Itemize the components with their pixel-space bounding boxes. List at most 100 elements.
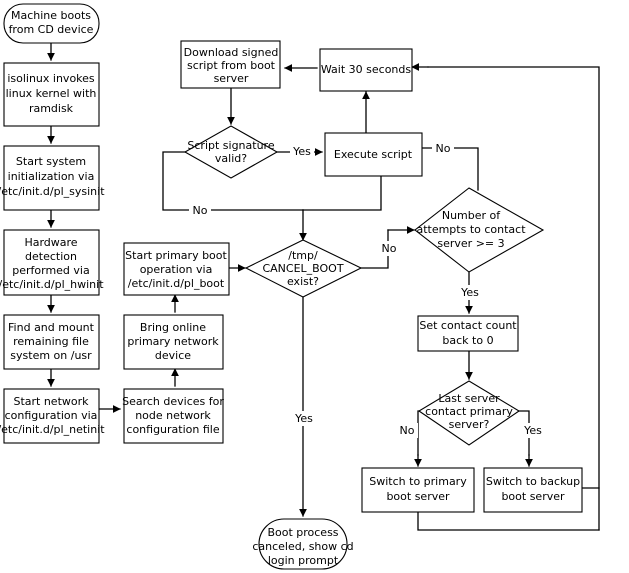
switch-backup-line-1: boot server bbox=[501, 490, 565, 503]
mount-usr-line-1: remaining file bbox=[13, 335, 89, 348]
sysinit-line-1: initialization via bbox=[8, 170, 95, 183]
download-script-line-0: Download signed bbox=[184, 46, 279, 59]
pl-boot-line-1: operation via bbox=[140, 263, 213, 276]
sig-valid-line-0: Script signature bbox=[187, 139, 274, 152]
node-reset-count[interactable]: Set contact count back to 0 bbox=[417, 315, 519, 352]
hwinit-line-0: Hardware bbox=[24, 236, 77, 249]
edge-execute-down-path bbox=[302, 175, 382, 211]
node-machine-boots[interactable]: Machine boots from CD device bbox=[3, 3, 100, 44]
sysinit-line-2: /etc/init.d/pl_sysinit bbox=[0, 185, 105, 198]
pl-boot-line-2: /etc/init.d/pl_boot bbox=[128, 277, 225, 290]
edge-lastserver-yes-path bbox=[518, 410, 530, 456]
bring-online-line-2: device bbox=[155, 349, 191, 362]
hwinit-line-3: /etc/init.d/pl_hwinit bbox=[0, 278, 104, 291]
search-devices-line-1: node network bbox=[135, 409, 211, 422]
execute-script-line-0: Execute script bbox=[334, 148, 413, 161]
attempts-line-2: server >= 3 bbox=[437, 237, 504, 250]
edge-label-cancel-yes: Yes bbox=[294, 412, 313, 425]
search-devices-line-0: Search devices for bbox=[122, 395, 224, 408]
edge-lastserver-no-path bbox=[417, 410, 420, 456]
boot-canceled-line-0: Boot process bbox=[267, 526, 338, 539]
node-execute-script[interactable]: Execute script bbox=[324, 132, 423, 177]
bring-online-line-1: primary network bbox=[127, 335, 219, 348]
node-last-server[interactable]: Last server contact primary server? bbox=[417, 380, 521, 446]
wait-30-shape bbox=[319, 48, 413, 92]
cancel-no-label-bg bbox=[378, 241, 400, 256]
edge-label-last-no: No bbox=[400, 424, 415, 437]
edge-feedback-riser bbox=[427, 66, 600, 531]
node-wait-30[interactable]: Wait 30 seconds bbox=[319, 48, 413, 92]
cancel-boot-line-1: CANCEL_BOOT bbox=[262, 262, 343, 275]
node-download-script[interactable]: Download signed script from boot server bbox=[180, 40, 281, 89]
cancel-boot-line-0: /tmp/ bbox=[288, 249, 318, 262]
edge-label-last-yes: Yes bbox=[523, 424, 542, 437]
bring-online-line-0: Bring online bbox=[140, 321, 206, 334]
switch-primary-line-0: Switch to primary bbox=[369, 475, 467, 488]
edge-labels: Yes No No Yes No Yes No Yes bbox=[189, 141, 545, 438]
node-netinit[interactable]: Start network configuration via /etc/ini… bbox=[0, 388, 105, 444]
switch-backup-shape bbox=[483, 467, 583, 513]
attempts-yes-label-bg bbox=[458, 285, 482, 300]
edge-sigvalid-no-path bbox=[162, 151, 304, 211]
sysinit-shape bbox=[3, 145, 100, 211]
download-script-line-1: script from boot bbox=[187, 59, 276, 72]
reset-count-line-0: Set contact count bbox=[419, 319, 517, 332]
node-hwinit[interactable]: Hardware detection performed via /etc/in… bbox=[0, 229, 104, 296]
execute-script-shape bbox=[324, 132, 423, 177]
wait-30-line-0: Wait 30 seconds bbox=[321, 63, 412, 76]
connectors bbox=[47, 41, 600, 531]
netinit-line-2: /etc/init.d/pl_netinit bbox=[0, 423, 105, 436]
last-server-line-0: Last server bbox=[438, 392, 500, 405]
last-no-label-bg bbox=[396, 423, 418, 438]
pl-boot-shape bbox=[123, 242, 230, 296]
switch-primary-shape bbox=[361, 467, 475, 513]
sysinit-line-0: Start system bbox=[16, 155, 86, 168]
node-search-devices[interactable]: Search devices for node network configur… bbox=[122, 388, 224, 444]
download-script-shape bbox=[180, 40, 281, 89]
attempts-line-1: attempts to contact bbox=[416, 223, 526, 236]
node-bring-online[interactable]: Bring online primary network device bbox=[123, 314, 224, 370]
pl-boot-line-0: Start primary boot bbox=[125, 249, 227, 262]
search-devices-shape bbox=[123, 388, 224, 444]
reset-count-shape bbox=[417, 315, 519, 352]
node-attempts[interactable]: Number of attempts to contact server >= … bbox=[414, 187, 545, 273]
search-devices-line-2: configuration file bbox=[126, 423, 219, 436]
node-switch-backup[interactable]: Switch to backup boot server bbox=[483, 467, 583, 513]
isolinux-line-1: linux kernel with bbox=[6, 87, 97, 100]
mount-usr-shape bbox=[3, 314, 100, 370]
node-sysinit[interactable]: Start system initialization via /etc/ini… bbox=[0, 145, 105, 211]
sig-valid-shape bbox=[183, 125, 279, 179]
edge-label-sig-yes: Yes bbox=[292, 145, 311, 158]
isolinux-shape bbox=[3, 62, 100, 127]
cancel-yes-label-bg bbox=[292, 411, 316, 426]
machine-boots-shape bbox=[3, 3, 100, 44]
node-switch-primary[interactable]: Switch to primary boot server bbox=[361, 467, 475, 513]
cancel-boot-shape bbox=[244, 239, 363, 298]
attempts-no-label-bg bbox=[432, 141, 454, 156]
last-server-line-1: contact primary bbox=[425, 405, 513, 418]
node-isolinux[interactable]: isolinux invokes linux kernel with ramdi… bbox=[3, 62, 100, 127]
edge-label-sig-no: No bbox=[193, 204, 208, 217]
boot-canceled-line-2: login prompt bbox=[268, 554, 339, 567]
edge-label-attempts-no: No bbox=[436, 142, 451, 155]
netinit-line-1: configuration via bbox=[5, 409, 98, 422]
machine-boots-line-0: Machine boots bbox=[11, 9, 91, 22]
hwinit-line-2: performed via bbox=[12, 264, 89, 277]
isolinux-line-2: ramdisk bbox=[29, 102, 74, 115]
boot-canceled-line-1: canceled, show cd bbox=[252, 540, 353, 553]
node-sig-valid[interactable]: Script signature valid? bbox=[183, 125, 279, 179]
hwinit-line-1: detection bbox=[25, 250, 77, 263]
bring-online-shape bbox=[123, 314, 224, 370]
node-mount-usr[interactable]: Find and mount remaining file system on … bbox=[3, 314, 100, 370]
hwinit-shape bbox=[3, 229, 100, 296]
mount-usr-line-0: Find and mount bbox=[8, 321, 95, 334]
node-pl-boot[interactable]: Start primary boot operation via /etc/in… bbox=[123, 242, 230, 296]
node-cancel-boot[interactable]: /tmp/ CANCEL_BOOT exist? bbox=[244, 239, 363, 298]
sig-valid-line-1: valid? bbox=[215, 152, 247, 165]
boot-canceled-shape bbox=[258, 518, 348, 570]
sig-no-label-bg bbox=[189, 203, 211, 218]
node-boot-canceled[interactable]: Boot process canceled, show cd login pro… bbox=[252, 518, 354, 570]
download-script-line-2: server bbox=[214, 72, 249, 85]
edge-label-attempts-yes: Yes bbox=[460, 286, 479, 299]
